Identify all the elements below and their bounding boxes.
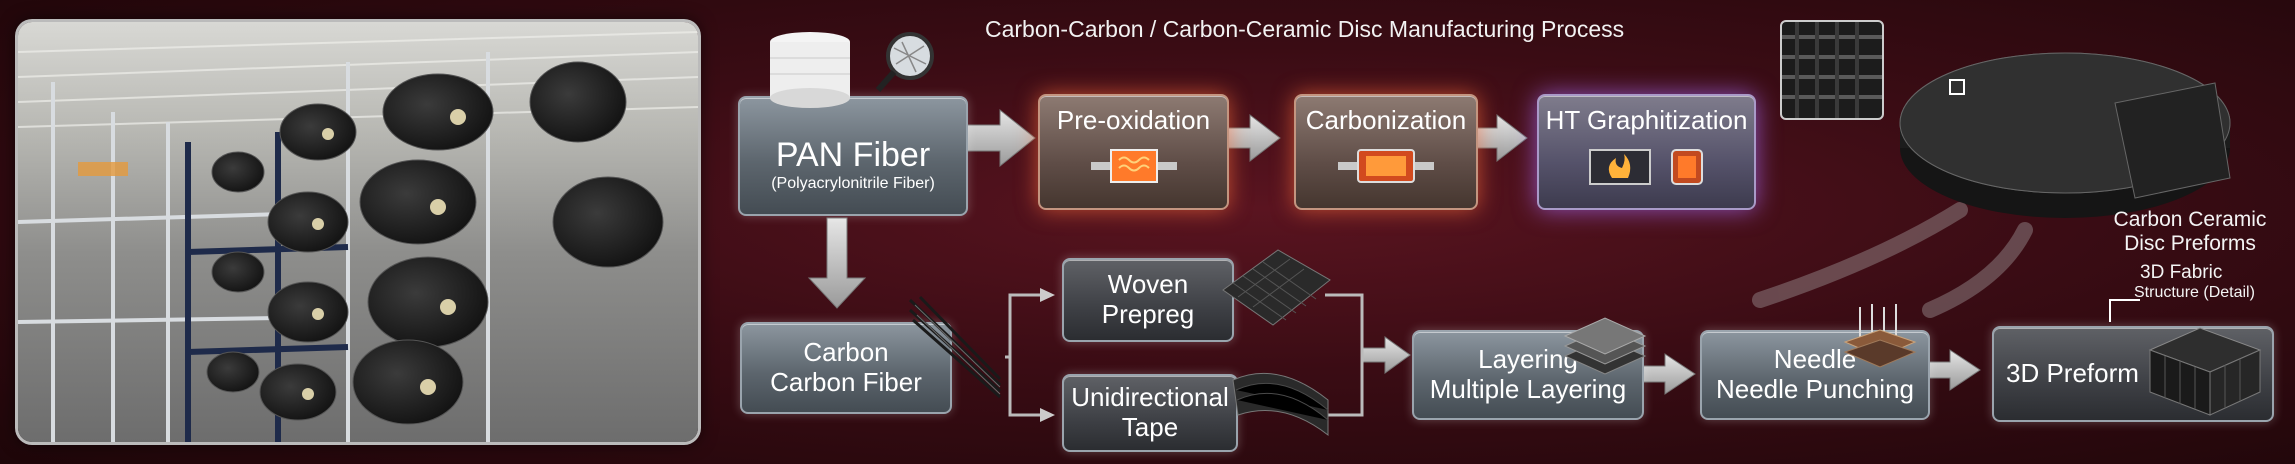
diagram-title: Carbon-Carbon / Carbon-Ceramic Disc Manu…	[985, 16, 1625, 42]
needle-line1: Needle	[1773, 344, 1857, 375]
disc-preforms-line2: Disc Preforms	[2124, 232, 2256, 256]
unidirectional-tape-line1: Unidirectional	[1071, 382, 1229, 413]
arrow-needle-to-preform	[1924, 349, 1981, 391]
woven-prepreg-line2: Prepreg	[1101, 299, 1195, 329]
arrow-to-layering	[1361, 336, 1411, 374]
woven-prepreg-line1: Woven	[1107, 269, 1189, 300]
carbonization-box: Carbonization	[1294, 94, 1478, 210]
graphitization-furnace-icon	[1588, 148, 1703, 185]
fabric-detail-line1: 3D Fabric	[2140, 262, 2223, 283]
ud-tape-icon	[1228, 360, 1338, 450]
arrow-layering-to-needle	[1639, 353, 1696, 395]
pan-fiber-box: PAN Fiber (Polyacrylonitrile Fiber)	[738, 96, 968, 216]
weave-detail-inset	[1780, 20, 1884, 120]
arrow-preox-to-carb	[1224, 113, 1281, 163]
needle-punching-box: Needle Needle Punching	[1700, 330, 1930, 420]
arrow-pan-to-preox	[963, 108, 1036, 168]
unidirectional-tape-line2: Tape	[1121, 412, 1179, 442]
layering-line1: Layering	[1478, 344, 1578, 375]
pre-oxidation-box: Pre-oxidation	[1038, 94, 1229, 210]
arrow-pan-to-carbonfiber	[807, 217, 867, 309]
oven-icon	[1090, 148, 1177, 183]
fiber-tow-icon	[905, 295, 1005, 405]
pan-fiber-label: PAN Fiber	[775, 136, 931, 175]
ht-graphitization-box: HT Graphitization	[1537, 94, 1756, 210]
needle-line2: Needle Punching	[1715, 374, 1915, 404]
pan-fiber-sublabel: (Polyacrylonitrile Fiber)	[771, 175, 935, 193]
unidirectional-tape-box: Unidirectional Tape	[1062, 374, 1238, 452]
carbonization-label: Carbonization	[1305, 105, 1467, 135]
carbon-fiber-box: Carbon Carbon Fiber	[740, 322, 952, 414]
ht-graphitization-label: HT Graphitization	[1545, 105, 1748, 135]
fabric-detail-line2: Structure (Detail)	[2134, 283, 2255, 301]
disc-preform-image	[1895, 28, 2235, 228]
factory-photo	[18, 22, 698, 442]
carbon-fiber-line2: Carbon Fiber	[770, 367, 922, 397]
magnifier-icon	[872, 28, 942, 98]
pre-oxidation-label: Pre-oxidation	[1056, 105, 1211, 135]
fabric-detail-caption: 3D Fabric Structure (Detail)	[2134, 262, 2290, 302]
furnace-icon	[1338, 148, 1434, 183]
preform-cube-icon	[2140, 320, 2270, 420]
disc-preforms-line1: Carbon Ceramic	[2113, 208, 2267, 231]
pan-spool-icon	[762, 28, 872, 110]
arrow-carb-to-ht	[1471, 113, 1528, 163]
carbon-fiber-line1: Carbon	[803, 337, 889, 368]
factory-photo-illustration	[18, 31, 698, 442]
woven-fabric-icon	[1218, 245, 1333, 330]
woven-prepreg-box: Woven Prepreg	[1062, 258, 1234, 342]
needle-icon	[1840, 302, 1920, 372]
layering-line2: Multiple Layering	[1429, 374, 1627, 404]
disc-preforms-caption: Carbon Ceramic Disc Preforms	[2090, 208, 2290, 256]
preform-3d-label: 3D Preform	[2006, 358, 2139, 389]
layer-stack-icon	[1560, 316, 1650, 376]
